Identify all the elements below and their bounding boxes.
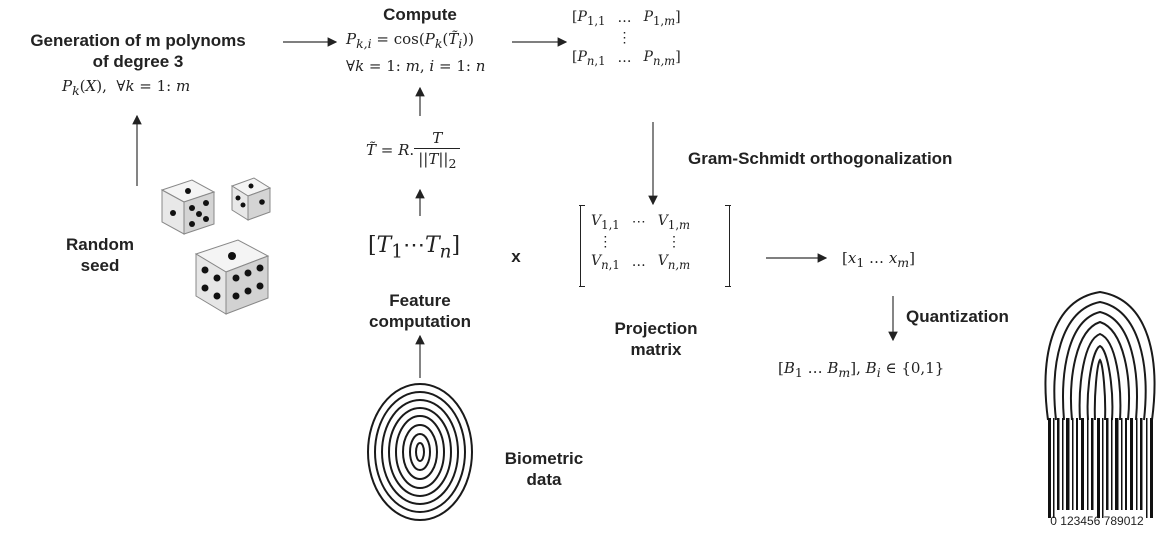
generation-label-line1: Generation of m polynoms [30, 31, 246, 50]
random-seed-line1: Random [66, 235, 134, 254]
dice-icon [160, 177, 272, 315]
polynomial-formula: Pk(X), ∀k = 1: m [62, 77, 191, 98]
feature-vector: [T1⋯Tn] [368, 233, 461, 263]
projection-matrix-line1: Projection [614, 319, 698, 338]
p-matrix: [P1,1…P1,m] ⋮ [Pn,1…Pn,m] [572, 8, 681, 68]
projection-matrix-line2: matrix [630, 340, 682, 359]
compute-label: Compute [383, 5, 457, 24]
quantization-label: Quantization [906, 307, 1009, 326]
biometric-data-line2: data [526, 470, 562, 489]
compute-formula: Pk,i = cos(Pk(T̃i)) ∀k = 1: m, i = 1: n [346, 30, 486, 75]
barcode-digits: 0 123456 789012 [1050, 514, 1144, 528]
generation-label-line2: of degree 3 [92, 52, 184, 71]
feature-computation-label: Feature computation [358, 290, 482, 332]
multiply-sign: x [511, 247, 521, 266]
fingerprint-icon [367, 383, 473, 521]
random-seed-line2: seed [80, 256, 120, 275]
generation-label: Generation of m polynoms of degree 3 [2, 30, 274, 72]
gram-schmidt-label: Gram-Schmidt orthogonalization [688, 149, 953, 168]
projection-matrix-label: Projection matrix [600, 318, 712, 360]
fingerprint-barcode-icon [1044, 290, 1156, 518]
x-vector: [x1 … xm] [842, 249, 916, 270]
v-matrix: V1,1⋯V1,m ⋮⋮ Vn,1…Vn,m [579, 205, 731, 287]
biometric-data-label: Biometric data [492, 448, 596, 490]
random-seed-label: Random seed [54, 234, 146, 276]
feature-computation-line2: computation [369, 312, 471, 331]
normalization-formula: T̃ = R.T||T||2 [366, 128, 461, 174]
biometric-data-line1: Biometric [504, 449, 584, 468]
feature-computation-line1: Feature [389, 291, 451, 310]
binary-vector: [B1 … Bm], Bi ∈ {0,1} [778, 359, 945, 380]
